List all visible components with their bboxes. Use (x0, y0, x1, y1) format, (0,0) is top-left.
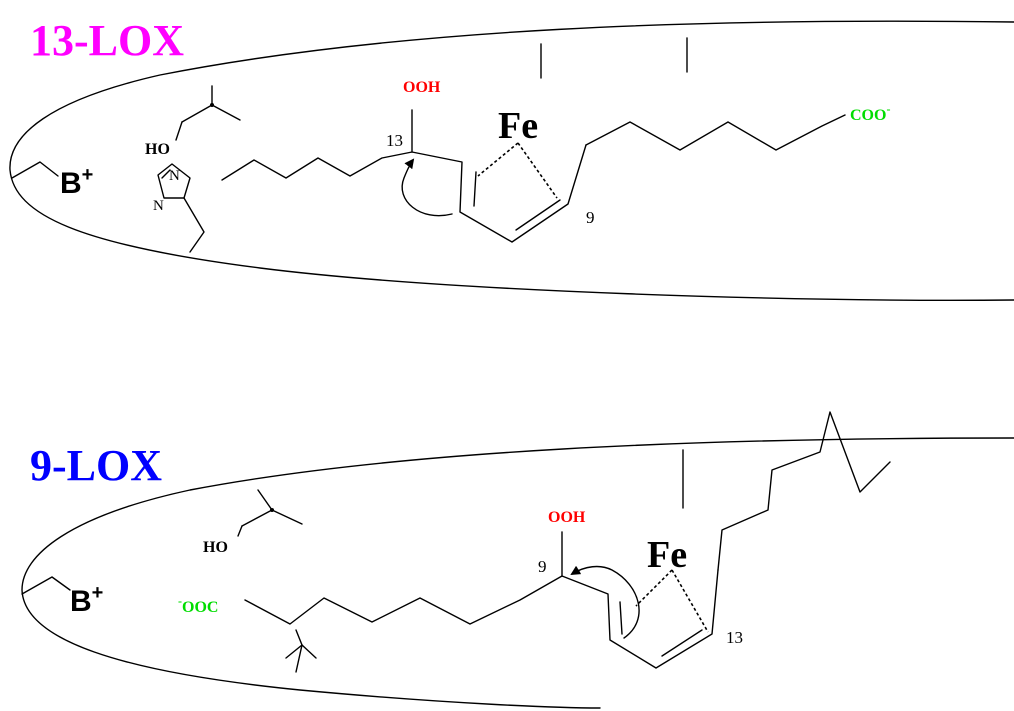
residue-bond (257, 489, 273, 511)
enzyme-pocket-outline (9, 20, 1014, 301)
carboxylate-label: -OOC (178, 594, 218, 616)
substrate-chain-carboxyl-end (585, 114, 846, 151)
iron-label: Fe (498, 105, 538, 147)
substrate-chain-methyl-end (717, 411, 891, 571)
carbon-9-label: 9 (538, 557, 547, 576)
fe-coordination-dashed (671, 569, 709, 633)
residue-bond (295, 644, 303, 673)
iron-label: Fe (647, 534, 687, 576)
residue-bond (295, 629, 303, 646)
hydroxyl-bond (237, 525, 243, 537)
panel-13-title: 13-LOX (30, 16, 184, 65)
hydroxyl-label: HO (203, 539, 228, 556)
hydroxyl-bond (175, 121, 183, 141)
hydroperoxide-label: OOH (403, 79, 441, 96)
base-label: B+ (60, 164, 93, 200)
fe-coordination-dashed (517, 142, 558, 199)
base-linker (21, 576, 71, 595)
hydroxyl-label: HO (145, 141, 170, 158)
conjugated-diene (561, 569, 719, 669)
carbon-13-label: 13 (726, 628, 743, 647)
diene-double-bond-2 (661, 629, 703, 657)
curved-arrow (570, 565, 640, 639)
carbon-9-label: 9 (586, 208, 595, 227)
conjugated-diene (411, 144, 587, 243)
fe-coordination-dashed (635, 569, 673, 607)
residue-atom (270, 508, 274, 512)
isopropyl-residue (241, 509, 303, 527)
substrate-chain-methyl-end (221, 151, 413, 181)
base-label: B+ (70, 582, 103, 618)
imidazole-n-bottom: N (153, 198, 164, 214)
isopropyl-residue (181, 104, 241, 123)
enzyme-pocket-outline (21, 437, 1014, 709)
histidine-linker (183, 197, 205, 253)
diene-double-bond-2 (515, 199, 561, 231)
residue-atom (210, 103, 214, 107)
imidazole-n-top: N (169, 168, 180, 184)
imidazole-ring (157, 163, 191, 199)
carbon-13-label: 13 (386, 131, 403, 150)
panel-9-title: 9-LOX (30, 441, 162, 490)
panel-9-lox: 9-LOX B+ HO -OOC OOH 9 Fe 13 (21, 411, 1014, 709)
imidazole-double-bond (161, 169, 171, 179)
carboxylate-label: COO- (850, 102, 890, 124)
base-linker (11, 161, 59, 179)
diene-double-bond-1 (473, 171, 477, 207)
curved-arrow (401, 158, 453, 217)
panel-13-lox: 13-LOX B+ HO N N OOH 13 Fe (9, 16, 1014, 301)
fe-coordination-dashed (477, 142, 519, 177)
hydroperoxide-label: OOH (548, 509, 586, 526)
substrate-chain-carboxyl-end (244, 575, 563, 625)
diene-double-bond-1 (619, 601, 623, 635)
